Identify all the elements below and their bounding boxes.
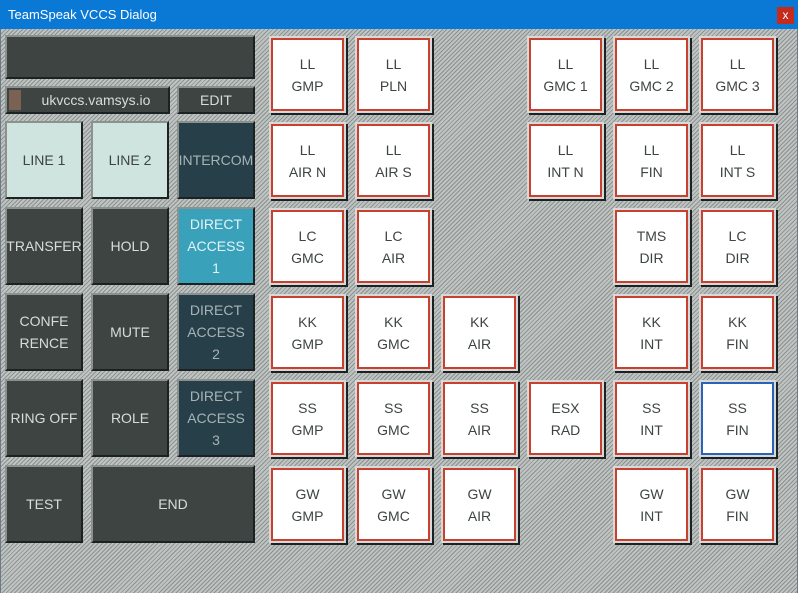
freq-label: SS GMP xyxy=(271,382,344,455)
freq-label: KK AIR xyxy=(443,296,516,369)
freq-kk-gmp-button[interactable]: KK GMP xyxy=(269,294,346,371)
freq-label: LL GMC 3 xyxy=(701,38,774,111)
freq-ll-fin-button[interactable]: LL FIN xyxy=(613,122,690,199)
freq-label: LC DIR xyxy=(701,210,774,283)
freq-label: GW FIN xyxy=(701,468,774,541)
end-button[interactable]: END xyxy=(91,465,255,543)
freq-ll-air-s-button[interactable]: LL AIR S xyxy=(355,122,432,199)
line-1-button[interactable]: LINE 1 xyxy=(5,121,83,199)
freq-kk-int-button[interactable]: KK INT xyxy=(613,294,690,371)
freq-label: SS INT xyxy=(615,382,688,455)
freq-label: LC GMC xyxy=(271,210,344,283)
status-display xyxy=(5,35,255,79)
freq-label: TMS DIR xyxy=(615,210,688,283)
connection-indicator xyxy=(9,90,21,110)
direct-access-3-button[interactable]: DIRECT ACCESS 3 xyxy=(177,379,255,457)
freq-ll-air-n-button[interactable]: LL AIR N xyxy=(269,122,346,199)
freq-label: KK FIN xyxy=(701,296,774,369)
freq-gw-int-button[interactable]: GW INT xyxy=(613,466,690,543)
server-address: ukvccs.vamsys.io xyxy=(41,92,151,108)
intercom-button[interactable]: INTERCOM xyxy=(177,121,255,199)
freq-label: GW GMP xyxy=(271,468,344,541)
conference-button[interactable]: CONFE RENCE xyxy=(5,293,83,371)
freq-ll-gmc1-button[interactable]: LL GMC 1 xyxy=(527,36,604,113)
freq-lc-air-button[interactable]: LC AIR xyxy=(355,208,432,285)
freq-lc-dir-button[interactable]: LC DIR xyxy=(699,208,776,285)
freq-ll-int-s-button[interactable]: LL INT S xyxy=(699,122,776,199)
ring-off-button[interactable]: RING OFF xyxy=(5,379,83,457)
freq-gw-fin-button[interactable]: GW FIN xyxy=(699,466,776,543)
freq-label: LL PLN xyxy=(357,38,430,111)
freq-label: LL AIR S xyxy=(357,124,430,197)
freq-ss-gmp-button[interactable]: SS GMP xyxy=(269,380,346,457)
freq-kk-gmc-button[interactable]: KK GMC xyxy=(355,294,432,371)
freq-ss-int-button[interactable]: SS INT xyxy=(613,380,690,457)
freq-kk-air-button[interactable]: KK AIR xyxy=(441,294,518,371)
freq-label: LL INT N xyxy=(529,124,602,197)
close-button[interactable]: x xyxy=(777,7,794,24)
freq-ss-fin-button[interactable]: SS FIN xyxy=(699,380,776,457)
freq-label: LL GMC 2 xyxy=(615,38,688,111)
transfer-button[interactable]: TRANSFER xyxy=(5,207,83,285)
freq-ll-gmc3-button[interactable]: LL GMC 3 xyxy=(699,36,776,113)
freq-label: GW GMC xyxy=(357,468,430,541)
freq-lc-gmc-button[interactable]: LC GMC xyxy=(269,208,346,285)
hold-button[interactable]: HOLD xyxy=(91,207,169,285)
freq-label: LL INT S xyxy=(701,124,774,197)
freq-label: LL GMP xyxy=(271,38,344,111)
freq-gw-gmp-button[interactable]: GW GMP xyxy=(269,466,346,543)
freq-label: SS AIR xyxy=(443,382,516,455)
freq-gw-air-button[interactable]: GW AIR xyxy=(441,466,518,543)
freq-ss-gmc-button[interactable]: SS GMC xyxy=(355,380,432,457)
freq-label: SS FIN xyxy=(701,382,774,455)
freq-label: LL FIN xyxy=(615,124,688,197)
freq-ll-gmp-button[interactable]: LL GMP xyxy=(269,36,346,113)
freq-gw-gmc-button[interactable]: GW GMC xyxy=(355,466,432,543)
freq-label: SS GMC xyxy=(357,382,430,455)
freq-label: GW AIR xyxy=(443,468,516,541)
test-button[interactable]: TEST xyxy=(5,465,83,543)
direct-access-2-button[interactable]: DIRECT ACCESS 2 xyxy=(177,293,255,371)
freq-ss-air-button[interactable]: SS AIR xyxy=(441,380,518,457)
freq-ll-pln-button[interactable]: LL PLN xyxy=(355,36,432,113)
freq-label: LL AIR N xyxy=(271,124,344,197)
window-title: TeamSpeak VCCS Dialog xyxy=(8,7,157,22)
edit-button[interactable]: EDIT xyxy=(177,86,255,114)
server-field: ukvccs.vamsys.io xyxy=(5,86,170,114)
freq-kk-fin-button[interactable]: KK FIN xyxy=(699,294,776,371)
freq-label: LC AIR xyxy=(357,210,430,283)
direct-access-1-button[interactable]: DIRECT ACCESS 1 xyxy=(177,207,255,285)
vccs-panel: ukvccs.vamsys.io EDIT LINE 1 LINE 2 INTE… xyxy=(0,29,798,593)
role-button[interactable]: ROLE xyxy=(91,379,169,457)
freq-ll-gmc2-button[interactable]: LL GMC 2 xyxy=(613,36,690,113)
line-2-button[interactable]: LINE 2 xyxy=(91,121,169,199)
freq-label: GW INT xyxy=(615,468,688,541)
freq-label: LL GMC 1 xyxy=(529,38,602,111)
freq-tms-dir-button[interactable]: TMS DIR xyxy=(613,208,690,285)
freq-label: KK INT xyxy=(615,296,688,369)
freq-label: ESX RAD xyxy=(529,382,602,455)
freq-esx-rad-button[interactable]: ESX RAD xyxy=(527,380,604,457)
title-bar: TeamSpeak VCCS Dialog x xyxy=(0,0,798,29)
freq-label: KK GMC xyxy=(357,296,430,369)
mute-button[interactable]: MUTE xyxy=(91,293,169,371)
freq-label: KK GMP xyxy=(271,296,344,369)
freq-ll-int-n-button[interactable]: LL INT N xyxy=(527,122,604,199)
